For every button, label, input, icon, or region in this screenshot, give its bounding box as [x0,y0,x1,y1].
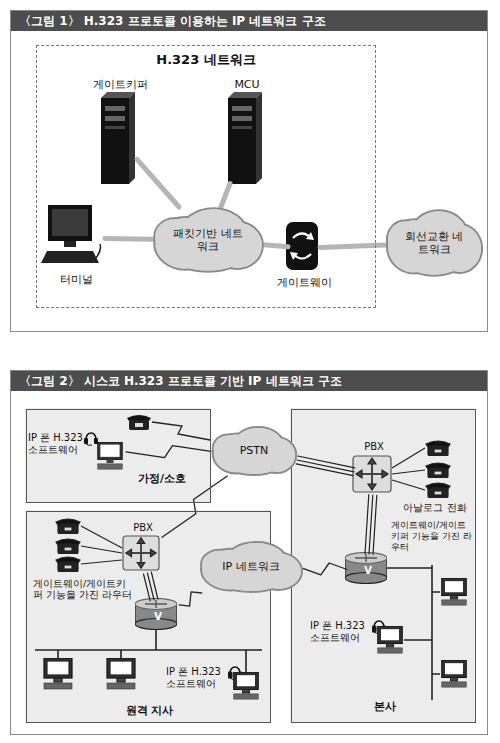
device-node: PBX [354,457,394,495]
device-node: IP 폰 H.323 소프트웨어 [230,666,262,706]
device-label: 게이트웨이 [264,276,344,289]
device-label: V [347,565,389,577]
region-label: H.323 네트워크 [37,52,375,68]
network-link [264,245,288,247]
network-link [137,159,179,207]
network-link [365,495,377,555]
device-label: 게이트웨이/게이트키퍼 기능을 가진 라우터 [391,520,473,552]
device-label: MCU [207,78,287,91]
network-link [162,476,227,537]
link-line [369,495,373,554]
device-node: MCU [230,94,264,186]
figure-panel: 〈그림 1〉 H.323 프로토콜 이용하는 IP 네트워크 구조 H.323 네… [10,10,488,332]
device-node: 게이트웨이 [288,224,320,272]
region-label: 가정/소호 [122,472,202,485]
network-name: IP 네트워크 [199,541,303,593]
hq-devices [345,441,466,700]
link-line [298,456,355,468]
device-node: V게이트웨이/게이트키퍼 기능을 가진 라우터 [347,554,389,586]
link-line [179,592,202,606]
device-label: PBX [114,522,172,534]
link-line [105,236,152,242]
device-node: V게이트웨이/게이트키퍼 기능을 가진 라우터 [137,600,179,632]
terminal-icon [41,205,101,263]
figure-title: 〈그림 1〉 H.323 프로토콜 이용하는 IP 네트워크 구조 [11,11,487,31]
device-node: PBX [124,537,162,573]
site-region: 가정/소호IP 폰 H.323 소프트웨어 [26,409,211,503]
remote-devices [35,519,262,699]
network-link [221,184,230,207]
device-label: 터미널 [36,273,116,286]
site-region: 본사PBXV게이트웨이/게이트키퍼 기능을 가진 라우터IP 폰 H.323 소… [291,409,476,723]
network-name: 회선교환 네트워크 [385,209,483,277]
link-line [365,495,369,554]
device-label: PBX [345,441,403,453]
home-devices [84,415,210,469]
link-line [144,574,151,601]
server-icons [101,92,262,184]
device-label: 게이트키퍼 [80,78,160,91]
region-label: 원격 지사 [107,704,192,717]
network-cloud: IP 네트워크 [199,541,303,593]
link-line [126,446,211,458]
site-region: 원격 지사PBXV게이트웨이/게이트키퍼 기능을 가진 라우터IP 폰 H.32… [26,511,271,723]
network-link [126,446,211,458]
figure-title: 〈그림 2〉 시스코 H.323 프로토콜 기반 IP 네트워크 구조 [11,371,487,391]
region-label: 본사 [352,700,417,713]
link-line [303,563,347,575]
network-cloud: 패킷기반 네트워크 [152,207,264,273]
link-line [162,476,227,537]
link-line [373,495,377,554]
device-label: 아날로그 전화 [395,502,475,514]
network-cloud: PSTN [211,426,297,476]
gateway-icon [286,222,318,270]
network-name: 패킷기반 네트워크 [152,207,264,273]
region-fills [25,408,475,722]
network-link [179,592,202,606]
network-name: PSTN [211,426,297,476]
link-line [264,245,288,247]
device-label: 게이트웨이/게이트키퍼 기능을 가진 라우터 [33,578,133,601]
network-link [296,456,355,476]
device-node: IP 폰 H.323 소프트웨어 [86,432,126,472]
network-cloud: 회선교환 네트워크 [385,209,483,277]
device-node: IP 폰 H.323 소프트웨어 [374,620,406,660]
device-node: 터미널 [47,207,105,269]
device-label: IP 폰 H.323 소프트웨어 [310,620,370,644]
device-node: 게이트키퍼 [103,94,137,186]
link-line [221,184,230,207]
network-link [303,563,347,575]
device-label: IP 폰 H.323 소프트웨어 [166,666,226,690]
link-line [137,159,179,207]
device-label: V [137,611,179,623]
network-link [105,238,152,240]
device-label: IP 폰 H.323 소프트웨어 [28,432,84,456]
figure-panel: 〈그림 2〉 시스코 H.323 프로토콜 기반 IP 네트워크 구조가정/소호… [10,370,488,735]
network-link [144,572,158,601]
network-region: H.323 네트워크게이트키퍼MCU터미널패킷기반 네트워크게이트웨이 [36,45,376,308]
